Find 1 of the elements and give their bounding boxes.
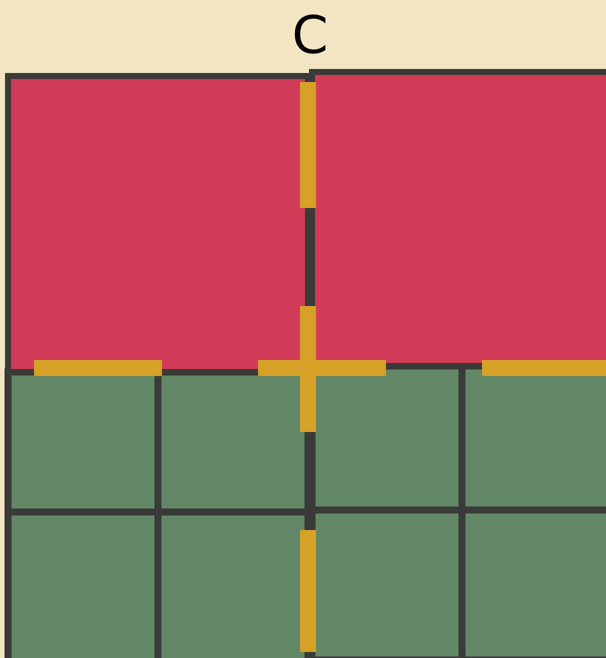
panel-letter: C [290,5,330,68]
